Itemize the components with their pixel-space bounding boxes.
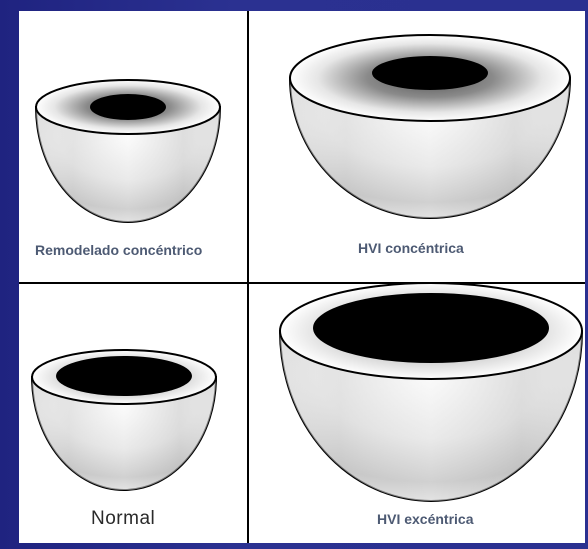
label-remodelado-concentrico: Remodelado concéntrico [35, 242, 205, 259]
bowl-remodelado-concentrico [36, 80, 220, 222]
bowl-hvi-concentrica [290, 35, 570, 218]
bowl-normal [32, 350, 216, 490]
label-hvi-concentrica: HVI concéntrica [358, 240, 464, 257]
bowl-hvi-excentrica [280, 283, 582, 501]
label-hvi-excentrica: HVI excéntrica [377, 511, 474, 528]
label-normal: Normal [91, 508, 155, 530]
